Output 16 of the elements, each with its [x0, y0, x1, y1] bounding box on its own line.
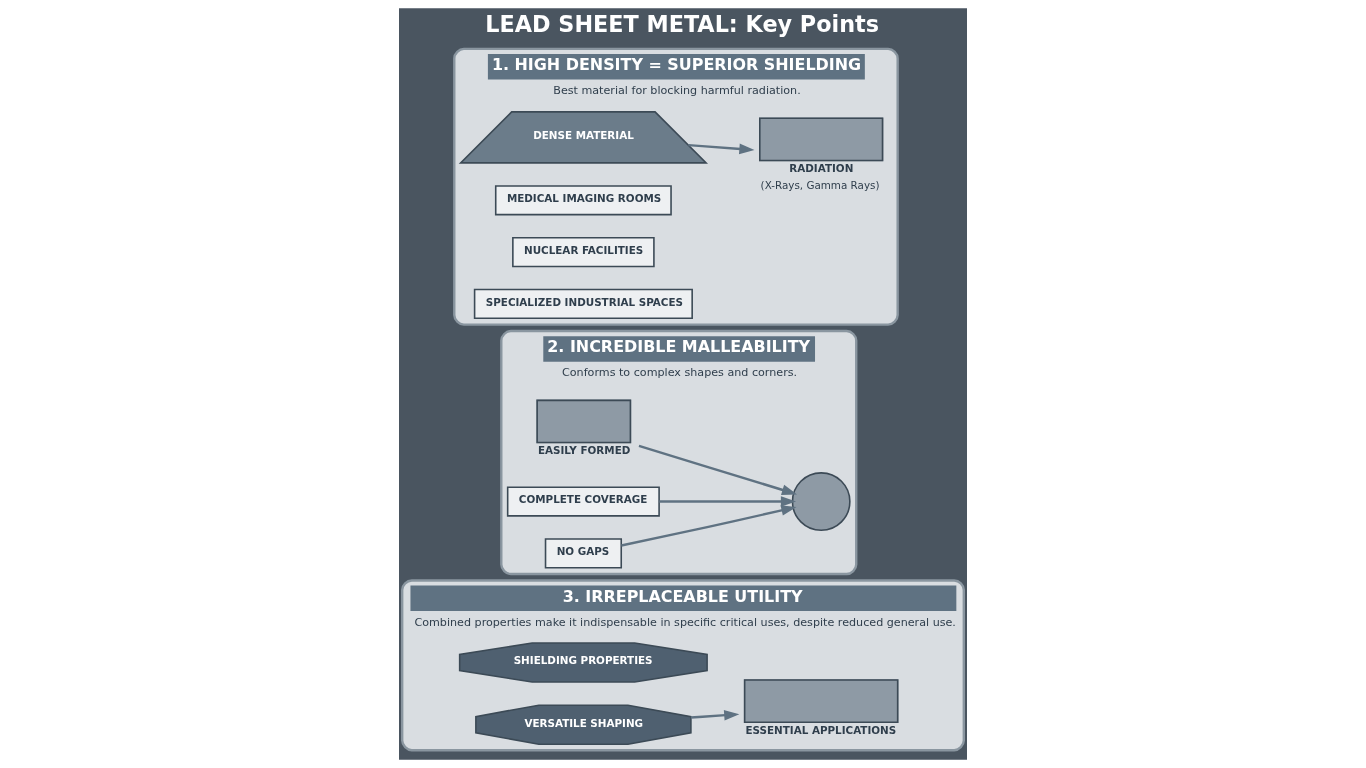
- node-circle: [791, 472, 851, 532]
- node-label: ESSENTIAL APPLICATIONS: [745, 723, 897, 736]
- node-box: MEDICAL IMAGING ROOMS: [494, 185, 672, 216]
- node-label: (X-Rays, Gamma Rays): [760, 178, 880, 191]
- node-box: COMPLETE COVERAGE: [506, 486, 660, 517]
- node-box: SPECIALIZED INDUSTRIAL SPACES: [473, 288, 693, 320]
- arrow: [688, 143, 755, 155]
- node-label: EASILY FORMED: [537, 444, 631, 457]
- arrow: [621, 505, 797, 547]
- arrow: [690, 709, 740, 721]
- node-box: NUCLEAR FACILITIES: [512, 236, 655, 268]
- node-box: NO GAPS: [544, 538, 623, 569]
- node-label: RADIATION: [789, 161, 854, 174]
- diagram-title: LEAD SHEET METAL: Key Points: [485, 10, 879, 37]
- arrow: [659, 496, 797, 507]
- arrow: [638, 444, 798, 496]
